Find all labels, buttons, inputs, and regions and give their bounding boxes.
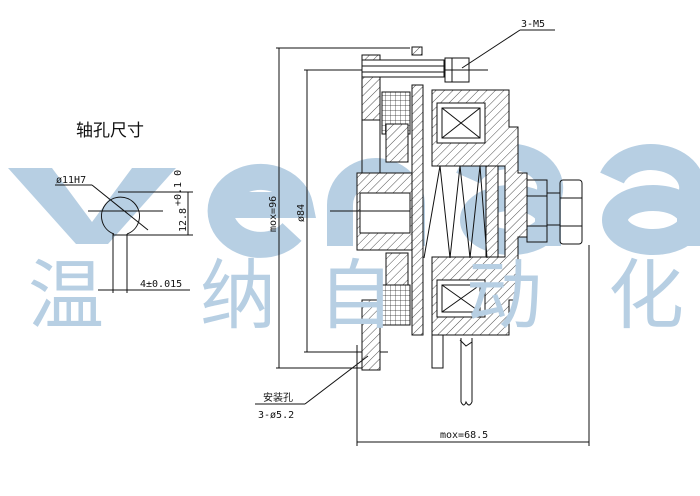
keyway-label: 4±0.015 bbox=[140, 279, 182, 290]
mount-hole-title: 安装孔 bbox=[263, 391, 293, 404]
outer-diameter-label: mox=96 bbox=[268, 196, 279, 232]
mount-hole-label: 3-ø5.2 bbox=[258, 410, 294, 421]
spring bbox=[423, 165, 488, 259]
shaft-hole-detail: 轴孔尺寸 ø11H7 12.8 +0.1 0 4±0.015 bbox=[55, 121, 193, 293]
pitch-diameter-label: ø84 bbox=[296, 204, 307, 222]
bore-label: ø11H7 bbox=[56, 175, 86, 186]
watermark-char-4: 动 bbox=[466, 251, 542, 340]
watermark-char-2: 纳 bbox=[200, 251, 276, 340]
watermark-logo-v bbox=[8, 168, 176, 244]
watermark-char-3: 自 bbox=[318, 251, 394, 340]
bore-profile bbox=[101, 196, 140, 235]
height-label: 12.8 bbox=[178, 208, 189, 232]
clutch-section-view: mox=96 ø84 bbox=[255, 19, 590, 446]
watermark-logo-a2 bbox=[600, 144, 700, 255]
length-label: mox=68.5 bbox=[440, 430, 488, 441]
height-tolerance: +0.1 0 bbox=[173, 170, 184, 206]
watermark-company-name: 温 纳 自 动 化 bbox=[28, 251, 684, 340]
watermark-char-1: 温 bbox=[28, 251, 104, 340]
bolt-label: 3-M5 bbox=[521, 19, 545, 30]
detail-title: 轴孔尺寸 bbox=[76, 121, 144, 141]
watermark-char-5: 化 bbox=[608, 251, 684, 340]
watermark-logo-e bbox=[207, 163, 317, 258]
